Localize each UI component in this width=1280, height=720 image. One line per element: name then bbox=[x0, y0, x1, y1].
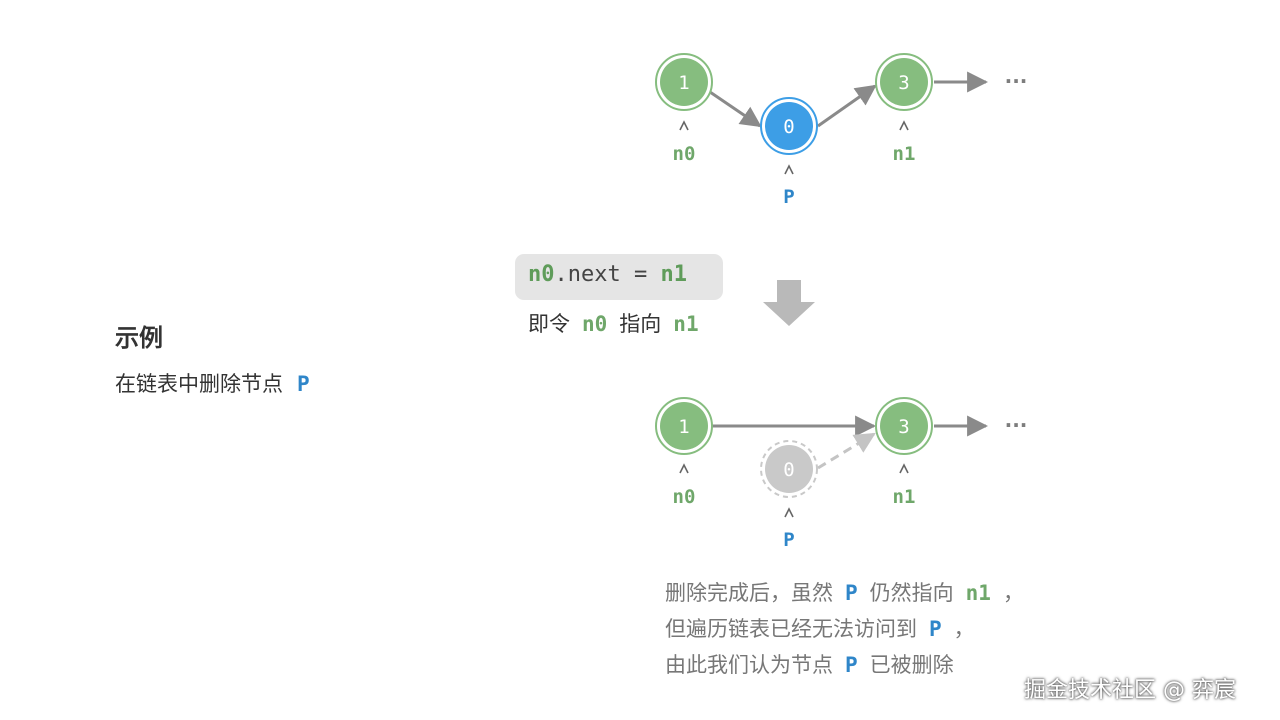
watermark: 掘金技术社区 @ 弈宸 bbox=[1024, 678, 1236, 703]
bottom-pointer-n1 bbox=[899, 463, 909, 474]
top-node-1: 1 bbox=[655, 53, 713, 111]
bottom-label-p: P bbox=[783, 529, 795, 551]
svg-text:3: 3 bbox=[898, 416, 909, 438]
top-pointer-n1 bbox=[899, 120, 909, 131]
subtitle-node-p: P bbox=[297, 372, 310, 396]
code-statement: n0.next = n1 bbox=[528, 262, 687, 287]
top-ellipsis: ··· bbox=[1005, 69, 1028, 93]
caption-n0: n0 bbox=[582, 312, 608, 336]
subtitle-text: 在链表中删除节点 bbox=[115, 372, 283, 396]
svg-text:1: 1 bbox=[678, 416, 689, 438]
caption-n1: n1 bbox=[673, 312, 699, 336]
bottom-node-1: 1 bbox=[655, 397, 713, 455]
bottom-label-n0: n0 bbox=[672, 486, 696, 508]
code-rest: .next = bbox=[554, 262, 661, 287]
code-n1: n1 bbox=[660, 262, 687, 287]
top-label-p: P bbox=[783, 186, 795, 208]
top-label-n0: n0 bbox=[672, 143, 696, 165]
top-label-n1: n1 bbox=[892, 143, 916, 165]
top-edge-1-to-0 bbox=[709, 90, 762, 128]
top-pointer-n0 bbox=[679, 120, 689, 131]
top-node-3: 3 bbox=[875, 53, 933, 111]
caption-mid: 指向 bbox=[619, 312, 662, 336]
caption-pre: 即令 bbox=[528, 312, 570, 336]
svg-text:0: 0 bbox=[783, 459, 794, 481]
section-title: 示例 bbox=[115, 324, 163, 352]
bottom-pointer-n0 bbox=[679, 463, 689, 474]
bottom-node-0-deleted: 0 bbox=[760, 440, 818, 498]
section-subtitle: 在链表中删除节点 P bbox=[115, 368, 310, 398]
bottom-node-3: 3 bbox=[875, 397, 933, 455]
bottom-ellipsis: ··· bbox=[1005, 413, 1028, 437]
top-node-0: 0 bbox=[760, 97, 818, 155]
svg-text:1: 1 bbox=[678, 72, 689, 94]
bottom-label-n1: n1 bbox=[892, 486, 916, 508]
transition-down-arrow bbox=[763, 280, 815, 326]
code-box bbox=[515, 254, 723, 300]
svg-text:0: 0 bbox=[783, 116, 794, 138]
code-caption: 即令 n0 指向 n1 bbox=[528, 308, 711, 338]
top-edge-0-to-3 bbox=[817, 84, 877, 128]
code-n0: n0 bbox=[528, 262, 555, 287]
bottom-pointer-p bbox=[784, 507, 794, 518]
top-pointer-p bbox=[784, 164, 794, 175]
svg-text:3: 3 bbox=[898, 72, 909, 94]
bottom-edge-0-to-3 bbox=[817, 432, 876, 470]
